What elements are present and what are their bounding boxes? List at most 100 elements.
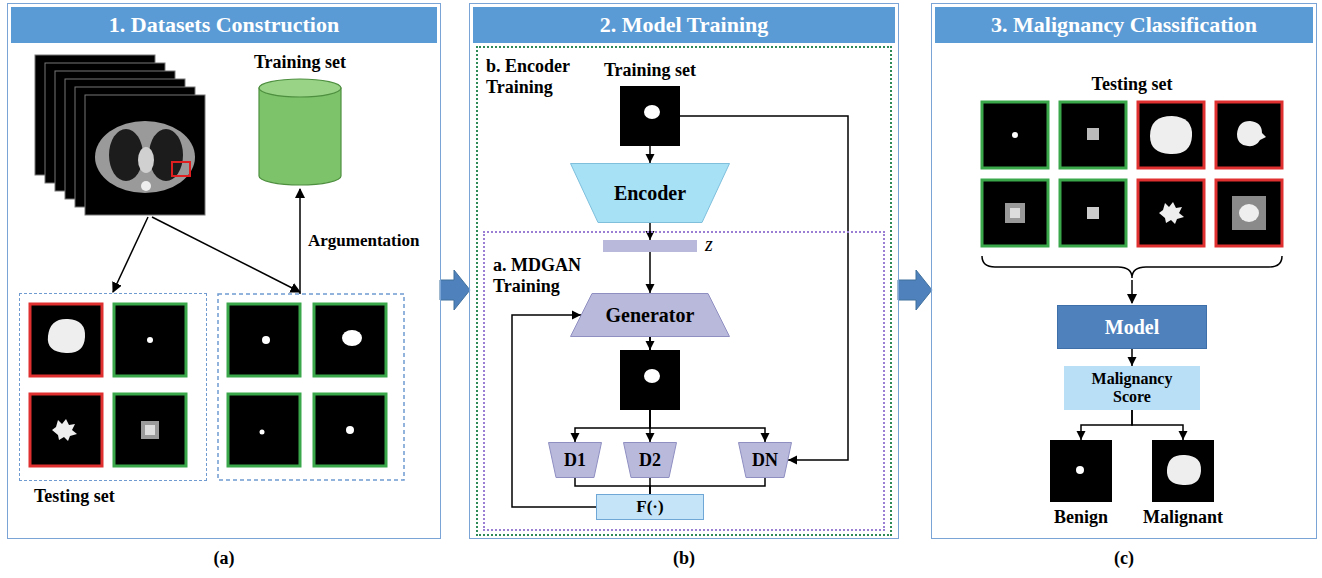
nodule-blob [1076,466,1084,474]
connector [1128,349,1137,366]
connector [650,478,765,494]
nodule-thumbnail [1138,102,1204,168]
connector-line [575,478,650,494]
cylinder-body [259,88,341,185]
fusion-box: F(·) [596,494,704,520]
nodule-blob [262,336,270,344]
ct-lung [149,129,183,181]
augmentation-arrow [299,189,301,294]
latent-label: z [705,234,713,254]
latent-vector: z [603,240,697,252]
trapezoid-outline [624,443,677,478]
discriminator-block: D2 [623,442,677,478]
connector [1077,410,1133,440]
arrow-head [788,456,797,465]
nodule-thumbnail [30,394,102,466]
nodule-blob [145,425,155,435]
nodule-image: Benign [1050,440,1112,502]
connector [1132,410,1188,440]
block-arrow [898,270,932,310]
nodule-image [1152,440,1214,502]
nodule-thumbnail [982,102,1048,168]
connector-line [650,478,765,494]
split-arrow [152,217,300,292]
block-label: Model [1105,316,1159,339]
connector-line [512,315,596,507]
connector [646,252,655,293]
nodule-blob [1239,204,1259,222]
discriminator-block: D1 [548,442,602,478]
block-label: F(·) [636,497,663,517]
panel-tag: (b) [534,548,834,569]
block-label: Malignancy Score [1072,370,1192,405]
nodule-blob [1012,132,1018,138]
nodule-marker [172,162,190,176]
nodule-thumbnail [1138,180,1204,246]
arrow-head [1077,431,1086,440]
training-group [218,294,404,480]
nodule-blob [260,430,265,435]
block-label: DN [752,450,778,471]
connector-line [1081,410,1132,440]
caption-text: Malignant [1143,507,1223,528]
nodule-thumbnail [228,394,300,466]
ct-heart [138,147,154,173]
nodule-blob [644,105,660,119]
nodule-thumbnail [314,394,386,466]
nodule-thumbnail [30,304,102,376]
discriminator-block: DN [738,442,792,478]
caption-text: Training set [254,52,346,73]
ct-lung [109,129,143,181]
score-box: Malignancy Score [1064,366,1200,410]
nodule-thumbnail [114,394,186,466]
block-label: D2 [639,450,661,471]
arrow-head [646,231,655,240]
trapezoid-outline [739,443,792,478]
encoder-block: Encoder [570,163,730,223]
panel-tag: (c) [974,548,1274,569]
dataset-cylinder: Training set [258,78,342,186]
panel-header: 3. Malignancy Classification [935,7,1313,43]
model-box: Model [1057,305,1207,349]
arrow-head [646,341,655,350]
cylinder-shape [258,78,342,186]
nodule-blob [1232,196,1266,230]
annotation-label: Argumentation [308,231,419,251]
annotation-label: Testing set [982,74,1282,95]
nodule-blob [1005,203,1025,223]
nodule-thumbnail [1060,180,1126,246]
nodule-image: Training set [620,86,680,146]
testing-group: Testing set [20,294,206,480]
nodule-thumbnail [982,180,1048,246]
trapezoid-outline [571,164,730,223]
nodule-thumbnail [1216,102,1282,168]
block-arrow [440,270,470,310]
group-brace [982,256,1282,278]
ct-body [95,121,195,193]
nodule-thumbnail [1216,180,1282,246]
arrow-head [1128,357,1137,366]
nodule-blob [141,421,159,439]
arrow-head [646,284,655,293]
nodule-image: Malignant [1152,440,1214,502]
region-title: a. MDGAN Training [493,255,597,296]
caption-text: Training set [604,60,696,81]
nodule-blob [52,419,77,441]
arrow-head [646,154,655,163]
region-title: b. Encoder Training [486,56,594,97]
block-label: D1 [564,450,586,471]
nodule-image [620,86,680,146]
ct-slice [85,95,205,215]
arrow-head [646,433,655,442]
nodule-blob [342,330,362,346]
arrow-head [761,433,770,442]
connector [646,223,655,240]
encoder-training-region: b. Encoder TrainingTraining setEncodera.… [478,48,890,534]
nodule-thumbnail [1060,102,1126,168]
trapezoid-outline [571,294,730,337]
nodule-blob [147,337,153,343]
ct-spine [141,181,151,191]
connector [575,478,650,494]
nodule-blob [48,319,85,353]
